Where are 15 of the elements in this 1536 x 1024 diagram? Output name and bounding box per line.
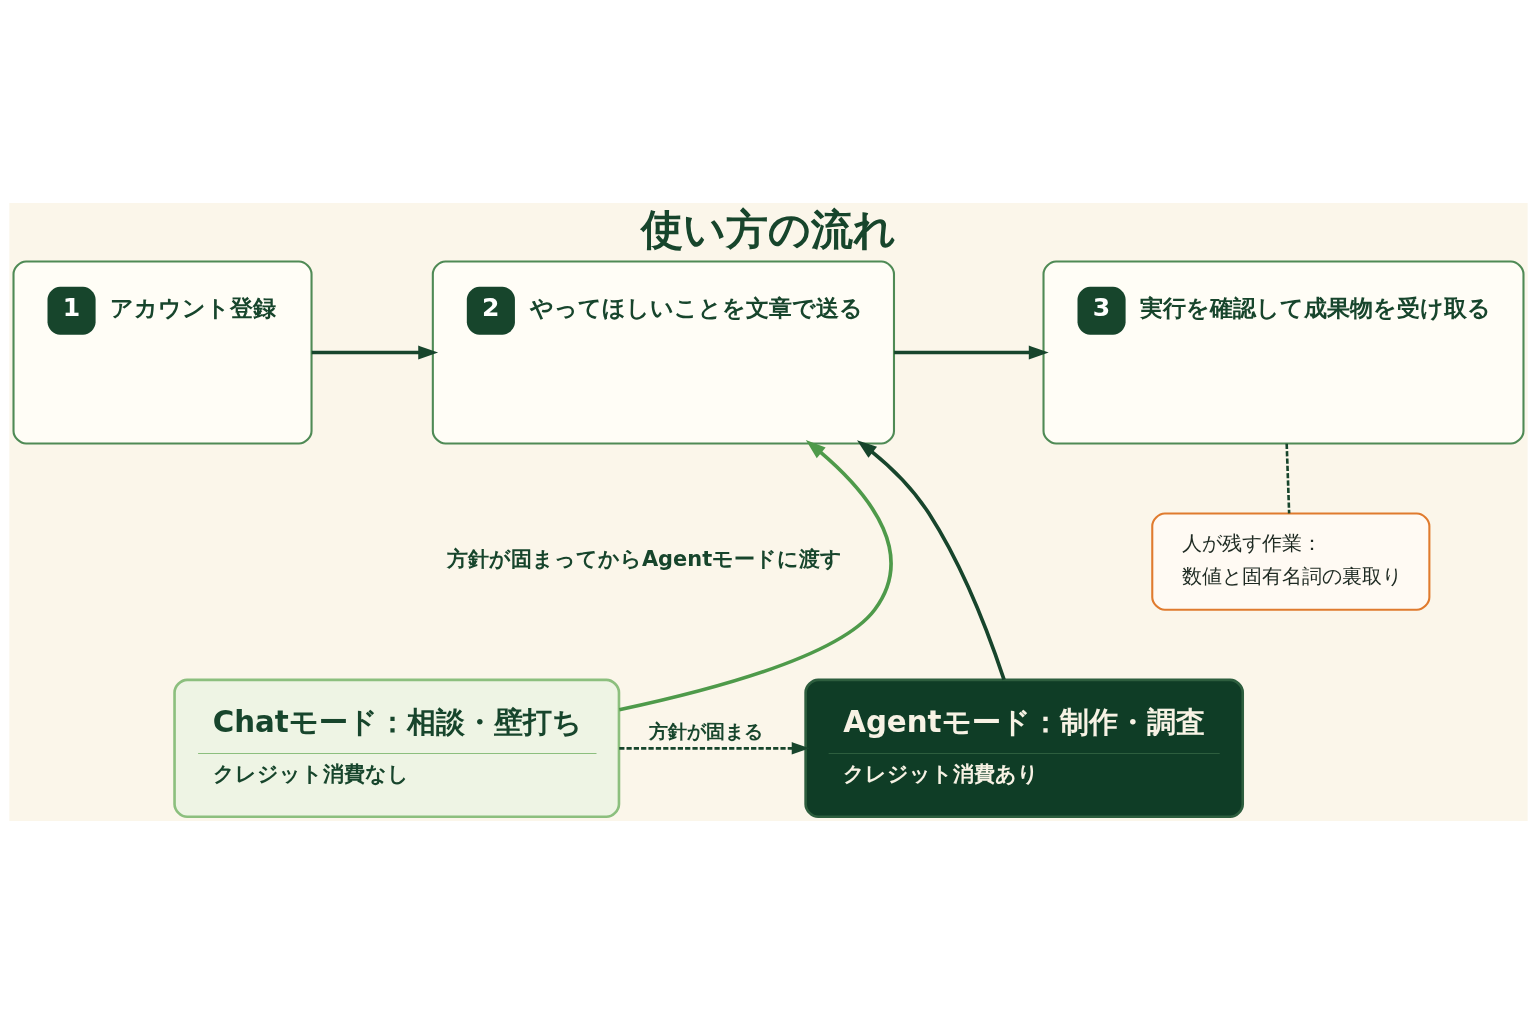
node-box: 人が残す作業： 数値と固有名詞の裏取り: [1150, 512, 1430, 611]
diagram-title: 使い方の流れ: [640, 204, 896, 254]
arrow: [856, 440, 1006, 681]
arrow: [618, 440, 893, 712]
edge-label: 方針が固まる: [648, 721, 763, 743]
node-box: Chatモード：相談・壁打ち クレジット消費なし: [172, 678, 620, 819]
node-box: Agentモード：制作・調査 クレジット消費あり: [803, 678, 1244, 819]
node-box: 2 やってほしいことを文章で送る: [431, 260, 895, 445]
arrow: [311, 345, 438, 360]
connector: [1284, 443, 1290, 514]
label: 方針が固まってからAgentモードに渡す: [446, 546, 842, 571]
node-box: 3 実行を確認して成果物を受け取る: [1041, 260, 1525, 445]
node-box: 1 アカウント登録: [11, 260, 313, 445]
arrow: [618, 742, 810, 755]
arrow: [893, 345, 1049, 360]
